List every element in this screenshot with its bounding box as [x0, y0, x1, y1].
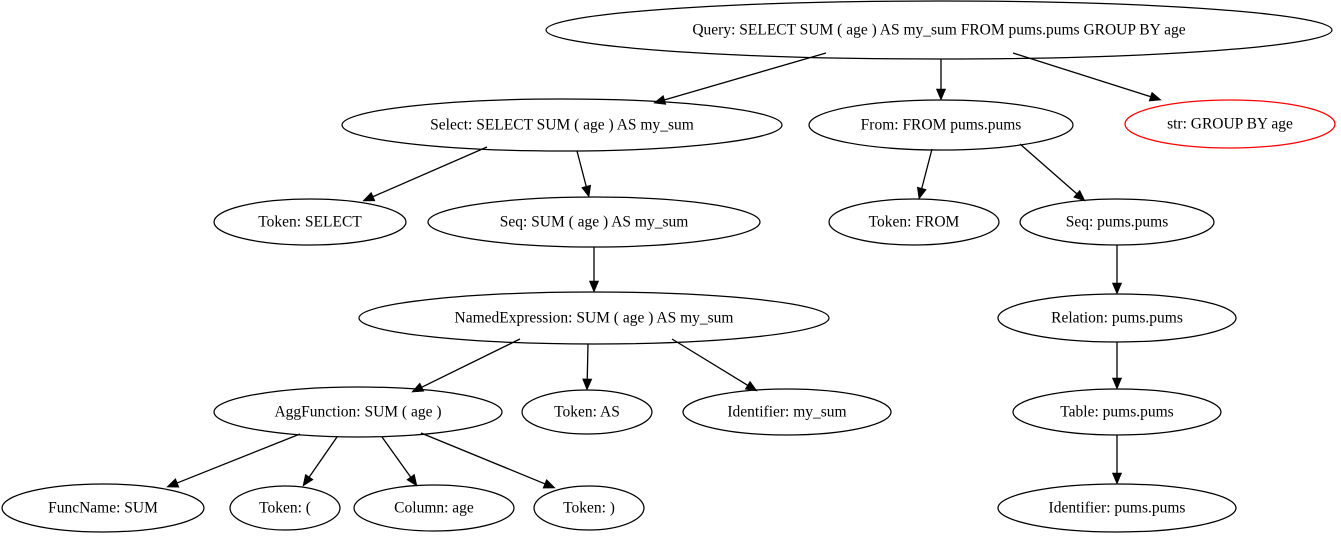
node-label: Relation: pums.pums [1051, 310, 1183, 327]
graph-edge [588, 247, 600, 293]
graph-node-tok_rparen[interactable]: Token: ) [533, 485, 645, 531]
graph-edge [420, 432, 556, 489]
node-label: Token: AS [554, 404, 620, 421]
graph-node-relation[interactable]: Relation: pums.pums [997, 293, 1237, 343]
node-outline[interactable] [1, 483, 205, 533]
node-outline[interactable] [997, 293, 1237, 343]
node-label: Token: ) [563, 500, 615, 517]
node-outline[interactable] [1019, 198, 1215, 246]
node-label: NamedExpression: SUM ( age ) AS my_sum [455, 310, 734, 327]
node-outline[interactable] [1124, 99, 1336, 149]
graph-edge [582, 343, 593, 391]
node-label: Select: SELECT SUM ( age ) AS my_sum [430, 117, 694, 134]
node-label: Seq: SUM ( age ) AS my_sum [500, 214, 689, 231]
graph-node-query[interactable]: Query: SELECT SUM ( age ) AS my_sum FROM… [545, 0, 1333, 60]
graph-node-ident_pums[interactable]: Identifier: pums.pums [997, 483, 1237, 533]
node-label: Token: SELECT [258, 214, 362, 231]
graph-node-aggfunc[interactable]: AggFunction: SUM ( age ) [213, 386, 503, 438]
node-label: Query: SELECT SUM ( age ) AS my_sum FROM… [692, 22, 1185, 39]
graph-node-tok_lparen[interactable]: Token: ( [229, 485, 341, 531]
graph-node-str[interactable]: str: GROUP BY age [1124, 99, 1336, 149]
graph-edge [411, 338, 521, 393]
graph-edge [381, 436, 418, 487]
node-label: Seq: pums.pums [1066, 214, 1168, 231]
graph-edge [1019, 143, 1086, 202]
node-label: Identifier: pums.pums [1049, 500, 1186, 517]
node-label: AggFunction: SUM ( age ) [274, 404, 441, 421]
graph-edge [653, 52, 827, 105]
graph-edge [1111, 342, 1123, 390]
node-label: Table: pums.pums [1060, 404, 1173, 421]
graph-edge [935, 59, 947, 101]
graph-node-select[interactable]: Select: SELECT SUM ( age ) AS my_sum [341, 98, 783, 152]
graph-edge [166, 433, 301, 488]
node-outline[interactable] [213, 198, 407, 246]
graph-node-col_age[interactable]: Column: age [353, 484, 515, 532]
graph-node-funcname[interactable]: FuncName: SUM [1, 483, 205, 533]
graph-edge [1111, 435, 1123, 485]
node-outline[interactable] [358, 291, 830, 345]
node-outline[interactable] [341, 98, 783, 152]
node-label: Token: ( [259, 500, 311, 517]
graph-edge [1111, 245, 1123, 295]
node-outline[interactable] [229, 485, 341, 531]
graph-node-table_pums[interactable]: Table: pums.pums [1012, 388, 1222, 436]
graph-edge [576, 150, 592, 198]
graph-edge [362, 146, 488, 202]
node-outline[interactable] [1012, 388, 1222, 436]
graph-node-namedexpr[interactable]: NamedExpression: SUM ( age ) AS my_sum [358, 291, 830, 345]
node-outline[interactable] [521, 389, 653, 435]
graph-edge [916, 148, 933, 200]
node-outline[interactable] [427, 196, 761, 248]
node-outline[interactable] [353, 484, 515, 532]
graph-node-tok_as[interactable]: Token: AS [521, 389, 653, 435]
graph-node-tok_select[interactable]: Token: SELECT [213, 198, 407, 246]
graph-node-tok_from[interactable]: Token: FROM [828, 198, 1000, 246]
node-outline[interactable] [682, 388, 892, 436]
graph-edge [1012, 52, 1162, 102]
graph-node-ident_mysum[interactable]: Identifier: my_sum [682, 388, 892, 436]
graph-node-seq_sum[interactable]: Seq: SUM ( age ) AS my_sum [427, 196, 761, 248]
graph-edge [302, 436, 338, 487]
node-outline[interactable] [533, 485, 645, 531]
node-label: Token: FROM [869, 214, 960, 231]
graph-node-from[interactable]: From: FROM pums.pums [808, 99, 1074, 151]
node-label: FuncName: SUM [48, 500, 158, 517]
graph-node-seq_pums[interactable]: Seq: pums.pums [1019, 198, 1215, 246]
node-outline[interactable] [213, 386, 503, 438]
node-label: Column: age [394, 500, 474, 517]
node-label: From: FROM pums.pums [861, 117, 1022, 134]
graph-edge [671, 338, 758, 392]
node-label: Identifier: my_sum [727, 404, 846, 421]
node-outline[interactable] [545, 0, 1333, 60]
node-outline[interactable] [828, 198, 1000, 246]
node-label: str: GROUP BY age [1167, 116, 1293, 133]
node-outline[interactable] [997, 483, 1237, 533]
node-outline[interactable] [808, 99, 1074, 151]
edges-layer [166, 52, 1162, 489]
